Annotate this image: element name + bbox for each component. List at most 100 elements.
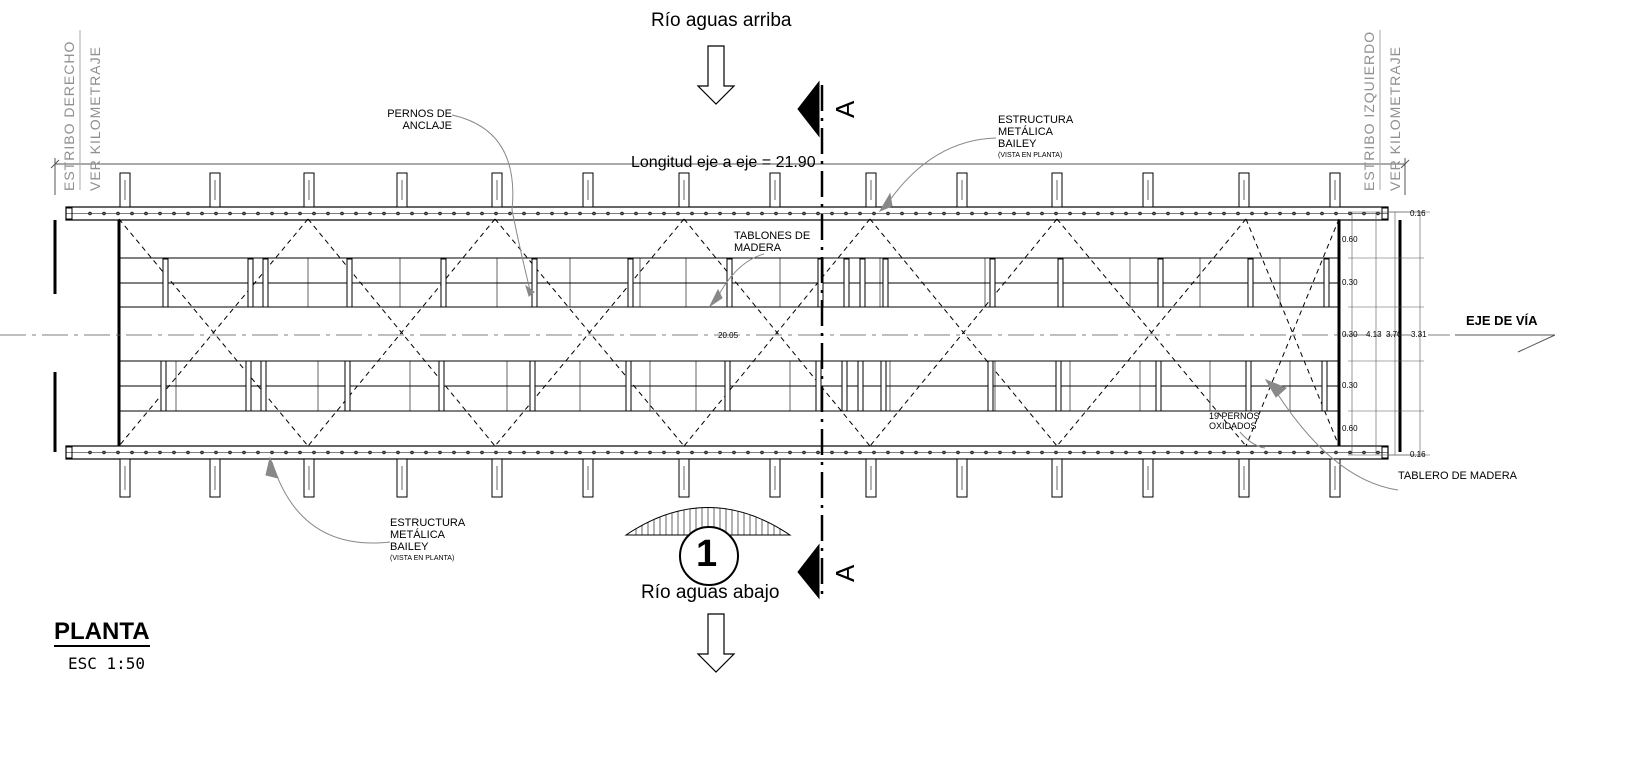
truss-bolt [536, 450, 540, 455]
plank-clamp [625, 360, 632, 412]
truss-bolt [872, 450, 876, 455]
plank-clamp [440, 258, 447, 308]
truss-bolt [452, 211, 456, 216]
truss-bolt [928, 450, 932, 455]
truss-bolt [466, 211, 470, 216]
truss-bolt [1138, 211, 1142, 216]
truss-bolt [368, 211, 372, 216]
drawing-scale: ESC 1:50 [68, 654, 146, 673]
truss-bolt [158, 450, 162, 455]
plank-clamp [438, 360, 445, 412]
truss-bolt [340, 450, 344, 455]
truss-bolt [256, 450, 260, 455]
downstream-label: Río aguas abajo [641, 582, 780, 603]
plank-clamp [1155, 360, 1162, 412]
truss-bolt [1012, 211, 1016, 216]
plank-clamp [1157, 258, 1164, 308]
section-mark-top-label: A [830, 100, 860, 118]
truss-bolt [676, 211, 680, 216]
truss-bolt [382, 450, 386, 455]
truss-bolt [1306, 211, 1310, 216]
truss-bolt [1236, 450, 1240, 455]
truss-bolt [1124, 211, 1128, 216]
truss-bolt [802, 450, 806, 455]
truss-bolt [732, 450, 736, 455]
truss-bolt [1250, 450, 1254, 455]
truss-bolt [1166, 450, 1170, 455]
leader-lines [265, 114, 1399, 544]
detail-circle [679, 526, 739, 586]
truss-bolt [830, 211, 834, 216]
truss-bolt [956, 211, 960, 216]
truss-end-cap [1381, 446, 1389, 459]
truss-bolt [172, 450, 176, 455]
truss-bolt [396, 450, 400, 455]
right-abutment-label: ESTRIBO IZQUIERDO [1361, 30, 1377, 191]
truss-bolt [1138, 450, 1142, 455]
truss-bolt [942, 450, 946, 455]
plank-clamp [346, 258, 353, 308]
anchor-bolts-leader [451, 114, 531, 291]
bailey-bottom-text: ESTRUCTURA METÁLICA BAILEY [390, 517, 465, 553]
truss-bolt [228, 450, 232, 455]
truss-bolt [424, 211, 428, 216]
right-abutment-km-label: VER KILOMETRAJE [1387, 46, 1403, 191]
truss-bolt [550, 211, 554, 216]
span-dimension: 20.05 [718, 331, 739, 340]
row-1-dimension: 0.60 [1342, 235, 1358, 244]
planks-leader [714, 253, 765, 303]
truss-bolt [592, 211, 596, 216]
plank-clamp [245, 360, 252, 412]
bailey-top-note: (VISTA EN PLANTA) [998, 152, 1063, 159]
truss-bolt [886, 450, 890, 455]
truss-bolt [270, 211, 274, 216]
truss-bolt [116, 450, 120, 455]
truss-bolt [130, 211, 134, 216]
truss-bolt [1194, 211, 1198, 216]
truss-bolt [634, 211, 638, 216]
bailey-bottom-label: ESTRUCTURA METÁLICA BAILEY (VISTA EN PLA… [390, 517, 466, 565]
truss-bolt [1054, 211, 1058, 216]
truss-bolt [830, 450, 834, 455]
truss-bolt [242, 450, 246, 455]
truss-bolt [774, 450, 778, 455]
bailey-top-leader [884, 137, 997, 208]
truss-bolt [998, 450, 1002, 455]
truss-bolt [550, 450, 554, 455]
plank-clamp [859, 258, 866, 308]
truss-bolt [424, 450, 428, 455]
truss-bolt [844, 450, 848, 455]
plank-clamp [880, 360, 887, 412]
truss-bolt [1012, 450, 1016, 455]
truss-bolt [130, 450, 134, 455]
truss-bolt [144, 450, 148, 455]
truss-bolt [662, 211, 666, 216]
section-arrow-bottom [797, 543, 820, 600]
plank-clamp [1321, 360, 1328, 412]
truss-bolt [480, 450, 484, 455]
truss-bolt [802, 211, 806, 216]
deck-end-beams [53, 220, 1402, 452]
truss-bolt [270, 450, 274, 455]
plank-clamp [1057, 258, 1064, 308]
truss-bolt [1278, 211, 1282, 216]
diagonal-brace [869, 218, 1058, 447]
truss-bolt [1292, 450, 1296, 455]
truss-bolt [900, 450, 904, 455]
section-mark-bottom-label: A [830, 564, 860, 582]
truss-bolt [592, 450, 596, 455]
truss-bolt [690, 211, 694, 216]
truss-bolt [1250, 211, 1254, 216]
plank-clamp [882, 258, 889, 308]
truss-bolt [298, 450, 302, 455]
truss-bolt [438, 450, 442, 455]
truss-bolt [214, 211, 218, 216]
road-axis-line [0, 334, 1556, 353]
truss-bolt [620, 211, 624, 216]
row-4-dimension: 0.30 [1342, 381, 1358, 390]
truss-bolt [634, 450, 638, 455]
truss-end-cap [1381, 207, 1389, 220]
truss-bolt [354, 450, 358, 455]
diagonal-brace [1245, 218, 1340, 447]
